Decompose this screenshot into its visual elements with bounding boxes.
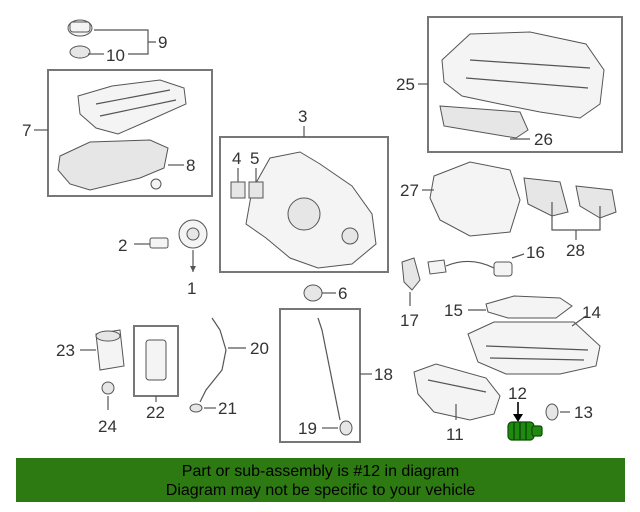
callout-13: 13: [574, 403, 593, 422]
spark-plug-seal-part: [150, 178, 162, 190]
guide-o-ring-part: [189, 403, 203, 413]
callout-22: 22: [146, 403, 165, 422]
callout-10: 10: [106, 46, 125, 65]
drain-plug-gasket-part: [545, 403, 559, 421]
intake-manifold-part: [441, 31, 605, 119]
dipstick-part: [317, 317, 341, 421]
valve-cover-gasket-part: [57, 139, 169, 191]
callout-21: 21: [218, 399, 237, 418]
callout-4: 4: [232, 149, 241, 168]
callout-7: 7: [22, 121, 31, 140]
lower-intake-manifold-part: [429, 161, 521, 237]
parts-diagram: 1 2 3 4 5 6 7 8 9 10 11 12 13 14 15 16 1…: [22, 16, 623, 444]
callout-24: 24: [98, 417, 117, 436]
info-banner: Part or sub-assembly is #12 in diagram D…: [16, 458, 625, 502]
callout-6: 6: [338, 284, 347, 303]
sensor-gasket-part: [401, 257, 421, 291]
drain-plug-part: [507, 421, 543, 441]
callout-5: 5: [250, 149, 259, 168]
filter-cap-plug-part: [101, 381, 115, 395]
callout-19: 19: [298, 419, 317, 438]
callout-27: 27: [400, 181, 419, 200]
callout-2: 2: [118, 236, 127, 255]
oil-filler-cap-part: [67, 19, 93, 37]
callout-23: 23: [56, 341, 75, 360]
dipstick-o-ring-part: [339, 420, 353, 436]
callout-25: 25: [396, 75, 415, 94]
oil-sensor-part: [427, 259, 447, 275]
intake-gasket-part: [439, 105, 529, 139]
oil-seal-part: [303, 284, 323, 302]
callout-28: 28: [566, 241, 585, 260]
lower-oil-pan-part: [413, 363, 501, 421]
valve-cover-part: [77, 79, 187, 135]
callout-17: 17: [400, 311, 419, 330]
seal-4-part: [230, 181, 246, 199]
callout-11: 11: [446, 425, 464, 444]
callout-1: 1: [187, 279, 196, 298]
dipstick-box: [279, 308, 361, 443]
filler-cap-gasket-part: [69, 45, 91, 59]
callout-16: 16: [526, 243, 545, 262]
oil-filter-element-part: [145, 339, 167, 381]
callout-18: 18: [374, 365, 393, 384]
callout-12: 12: [508, 384, 527, 403]
callout-3: 3: [298, 107, 307, 126]
callout-15: 15: [444, 301, 463, 320]
banner-line-1: Part or sub-assembly is #12 in diagram: [181, 463, 460, 480]
manifold-gasket-b-part: [575, 185, 617, 219]
seal-5-part: [248, 181, 264, 199]
oil-pan-baffle-part: [485, 295, 573, 319]
callout-26: 26: [534, 130, 553, 149]
valve-cover-box: [47, 69, 213, 197]
manifold-gasket-a-part: [523, 177, 569, 217]
dipstick-guide-part: [199, 317, 227, 403]
callout-20: 20: [250, 339, 269, 358]
callout-9: 9: [158, 33, 167, 52]
callout-14: 14: [582, 303, 601, 322]
callout-8: 8: [186, 156, 195, 175]
banner-line-2: Diagram may not be specific to your vehi…: [165, 482, 476, 499]
pulley-bolt-part: [149, 237, 169, 249]
